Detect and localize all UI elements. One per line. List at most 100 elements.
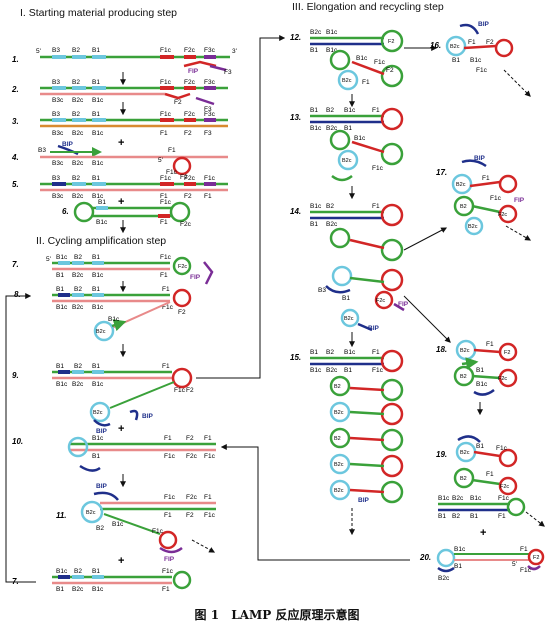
- svg-text:F3c: F3c: [204, 47, 216, 54]
- svg-text:BIP: BIP: [96, 428, 108, 435]
- step-17: 17. BIP B2c F1 B2 F1c F2c FIP B2c: [436, 155, 532, 241]
- svg-text:+: +: [480, 527, 486, 539]
- svg-text:F1c: F1c: [374, 59, 386, 66]
- step-2: 2. B3 B2 B1 F1c F2c F3c B3c B2c B1c F2 F…: [11, 79, 228, 116]
- svg-text:F1c: F1c: [204, 175, 216, 182]
- svg-text:F2: F2: [180, 174, 188, 181]
- svg-text:B2c: B2c: [334, 462, 344, 468]
- svg-text:F1: F1: [160, 193, 168, 200]
- svg-text:F1c: F1c: [520, 567, 532, 574]
- step-14: 14. B1c B2 B1 B2c F1 B3 B1 F2c FIP B2c B…: [290, 203, 409, 348]
- svg-text:B1c: B1c: [344, 349, 356, 356]
- svg-text:B2c: B2c: [460, 348, 470, 354]
- svg-text:B2c: B2c: [72, 160, 84, 167]
- svg-text:F2c: F2c: [180, 221, 192, 228]
- svg-text:B3: B3: [318, 287, 326, 294]
- section-title-3: III. Elongation and recycling step: [292, 1, 444, 13]
- svg-text:F2c: F2c: [186, 453, 198, 460]
- svg-text:11.: 11.: [56, 511, 67, 520]
- svg-text:B1c: B1c: [92, 435, 104, 442]
- svg-text:F2: F2: [186, 512, 194, 519]
- svg-text:F1: F1: [160, 272, 168, 279]
- svg-text:F1: F1: [468, 39, 476, 46]
- svg-text:BIP: BIP: [474, 155, 486, 162]
- svg-text:B2c: B2c: [96, 329, 106, 335]
- svg-text:B2: B2: [334, 436, 341, 442]
- svg-text:5': 5': [158, 157, 163, 164]
- svg-text:B3: B3: [52, 79, 60, 86]
- svg-text:F1: F1: [372, 107, 380, 114]
- svg-text:B1: B1: [470, 513, 478, 520]
- svg-text:14.: 14.: [290, 207, 301, 216]
- svg-text:F1c: F1c: [372, 367, 384, 374]
- svg-text:B1: B1: [344, 125, 352, 132]
- step-13: 13. B1 B2 B1c B1c B2c B1 F1 B1c B2c F1c: [290, 107, 404, 200]
- svg-text:F2: F2: [184, 193, 192, 200]
- svg-text:6.: 6.: [62, 207, 69, 216]
- figure-number: 图 1: [194, 608, 220, 622]
- svg-text:F1c: F1c: [160, 175, 172, 182]
- svg-text:BIP: BIP: [478, 21, 490, 28]
- svg-text:B1: B1: [344, 367, 352, 374]
- svg-text:9.: 9.: [12, 371, 19, 380]
- svg-text:B2: B2: [460, 374, 467, 380]
- svg-text:B2c: B2c: [72, 193, 84, 200]
- step-12: 12. B2c B1c B1 B1c F2 B1c F1c B2c F1 F2: [290, 29, 404, 108]
- svg-text:B1: B1: [454, 563, 462, 570]
- svg-text:F3c: F3c: [204, 111, 216, 118]
- svg-text:B1: B1: [92, 175, 100, 182]
- svg-text:B1c: B1c: [310, 367, 322, 374]
- svg-text:F1: F1: [520, 546, 528, 553]
- step-11: 11. BIP B2c B2 B1c F1c F1 F2c F2 F1 F1c …: [56, 483, 216, 567]
- svg-text:B2c: B2c: [456, 182, 466, 188]
- svg-text:FIP: FIP: [188, 68, 199, 75]
- svg-text:F1: F1: [168, 147, 176, 154]
- step-9: 9. B1 B2 B1 B1c B2c B1c F1 F1c F2 B2c BI…: [12, 363, 194, 435]
- loop-arrow-7-to-8: [5, 293, 36, 583]
- svg-text:F2c: F2c: [184, 79, 196, 86]
- svg-text:F1: F1: [486, 471, 494, 478]
- svg-text:F1c: F1c: [160, 199, 172, 206]
- step-16: 16. B2c BIP F1 F2 B1 B1c F1c: [430, 21, 531, 97]
- svg-text:B1c: B1c: [354, 135, 366, 142]
- svg-text:F1c: F1c: [162, 568, 174, 575]
- svg-text:B2c: B2c: [452, 495, 464, 502]
- svg-text:+: +: [118, 137, 124, 149]
- svg-text:B1c: B1c: [92, 130, 104, 137]
- svg-text:B1c: B1c: [470, 57, 482, 64]
- svg-text:F1c: F1c: [160, 111, 172, 118]
- svg-text:F1c: F1c: [476, 67, 488, 74]
- svg-text:B3c: B3c: [52, 193, 64, 200]
- svg-text:F2: F2: [186, 435, 194, 442]
- svg-text:F2c: F2c: [500, 484, 509, 490]
- svg-text:B3c: B3c: [52, 130, 64, 137]
- svg-text:B2c: B2c: [72, 272, 84, 279]
- svg-text:15.: 15.: [290, 353, 301, 362]
- svg-text:B1c: B1c: [56, 254, 68, 261]
- section-title-1: I. Starting material producing step: [20, 7, 177, 19]
- svg-text:B1: B1: [92, 453, 100, 460]
- svg-text:B2: B2: [460, 476, 467, 482]
- svg-text:B1c: B1c: [476, 381, 488, 388]
- svg-text:F1: F1: [164, 435, 172, 442]
- svg-text:B3: B3: [52, 111, 60, 118]
- svg-text:+: +: [118, 423, 124, 435]
- arrow-9-to-12: [196, 35, 286, 379]
- svg-text:B2c: B2c: [344, 316, 354, 322]
- svg-text:B1: B1: [310, 107, 318, 114]
- step-18: 18. B2c F1 F2 B2 B1 B1c F2c: [436, 339, 518, 416]
- svg-text:B1c: B1c: [92, 586, 104, 593]
- svg-text:F2: F2: [184, 130, 192, 137]
- svg-text:BIP: BIP: [96, 483, 108, 490]
- svg-text:F1c: F1c: [166, 169, 178, 176]
- svg-text:F3: F3: [204, 130, 212, 137]
- svg-text:B3: B3: [38, 147, 46, 154]
- step-7: 7. 5' B1c B2 B1 B1 B2c B1c F1c F1 F2c FI…: [12, 254, 214, 293]
- svg-text:B1: B1: [98, 199, 106, 206]
- svg-text:BIP: BIP: [62, 141, 74, 148]
- svg-text:8.: 8.: [14, 290, 21, 299]
- svg-text:FIP: FIP: [190, 274, 201, 281]
- svg-text:F2: F2: [186, 387, 194, 394]
- svg-text:F2c: F2c: [498, 212, 507, 218]
- step-20: 20. B1c B1 B2c F1 5' F1c F2: [419, 546, 545, 582]
